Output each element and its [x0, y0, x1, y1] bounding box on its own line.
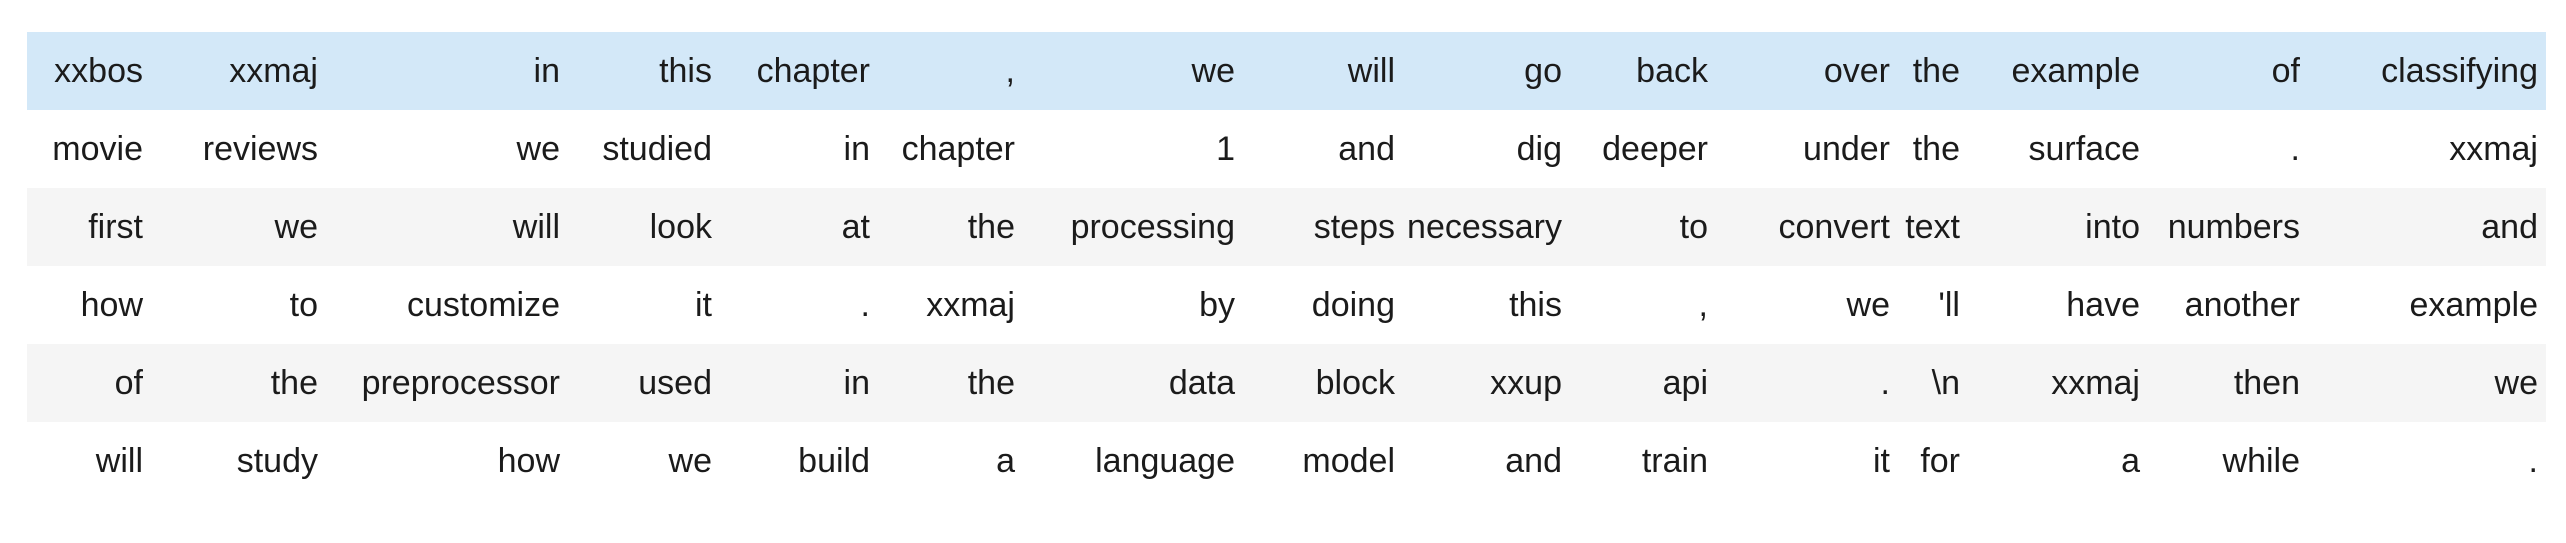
token-cell: and — [1243, 110, 1403, 188]
token-cell: first — [27, 188, 151, 266]
token-cell: how — [326, 422, 568, 500]
token-cell: text — [1898, 188, 1968, 266]
token-cell: into — [1968, 188, 2148, 266]
token-cell: we — [1716, 266, 1898, 344]
token-cell: steps — [1243, 188, 1403, 266]
token-cell: . — [2148, 110, 2308, 188]
token-cell: the — [1898, 32, 1968, 110]
token-cell: . — [720, 266, 878, 344]
token-cell: a — [1968, 422, 2148, 500]
token-cell: of — [2148, 32, 2308, 110]
token-cell: of — [27, 344, 151, 422]
token-cell: we — [2308, 344, 2546, 422]
token-cell: . — [2308, 422, 2546, 500]
token-cell: example — [2308, 266, 2546, 344]
token-cell: in — [326, 32, 568, 110]
token-cell: how — [27, 266, 151, 344]
token-cell: this — [1403, 266, 1570, 344]
token-cell: and — [1403, 422, 1570, 500]
token-cell: chapter — [720, 32, 878, 110]
token-cell: numbers — [2148, 188, 2308, 266]
token-cell: . — [1716, 344, 1898, 422]
token-cell: classifying — [2308, 32, 2546, 110]
token-cell: surface — [1968, 110, 2148, 188]
token-cell: language — [1023, 422, 1243, 500]
token-cell: it — [1716, 422, 1898, 500]
token-cell: while — [2148, 422, 2308, 500]
token-cell: build — [720, 422, 878, 500]
token-cell: xxup — [1403, 344, 1570, 422]
token-cell: reviews — [151, 110, 326, 188]
token-cell: api — [1570, 344, 1716, 422]
token-cell: another — [2148, 266, 2308, 344]
token-cell: for — [1898, 422, 1968, 500]
token-cell: to — [151, 266, 326, 344]
token-cell: 1 — [1023, 110, 1243, 188]
token-cell: example — [1968, 32, 2148, 110]
token-cell: , — [878, 32, 1023, 110]
token-cell: studied — [568, 110, 720, 188]
token-cell: dig — [1403, 110, 1570, 188]
token-cell: will — [1243, 32, 1403, 110]
token-cell: used — [568, 344, 720, 422]
token-cell: the — [878, 344, 1023, 422]
token-cell: convert — [1716, 188, 1898, 266]
token-cell: preprocessor — [326, 344, 568, 422]
token-cell: \n — [1898, 344, 1968, 422]
token-cell: we — [568, 422, 720, 500]
token-cell: look — [568, 188, 720, 266]
token-cell: 'll — [1898, 266, 1968, 344]
token-cell: doing — [1243, 266, 1403, 344]
token-cell: it — [568, 266, 720, 344]
token-cell: we — [1023, 32, 1243, 110]
token-cell: then — [2148, 344, 2308, 422]
token-cell: train — [1570, 422, 1716, 500]
token-cell: the — [878, 188, 1023, 266]
token-cell: deeper — [1570, 110, 1716, 188]
token-cell: will — [27, 422, 151, 500]
token-cell: back — [1570, 32, 1716, 110]
token-cell: , — [1570, 266, 1716, 344]
token-cell: data — [1023, 344, 1243, 422]
token-cell: xxbos — [27, 32, 151, 110]
token-cell: we — [151, 188, 326, 266]
token-cell: xxmaj — [878, 266, 1023, 344]
token-cell: block — [1243, 344, 1403, 422]
token-cell: we — [326, 110, 568, 188]
token-cell: over — [1716, 32, 1898, 110]
token-cell: necessary — [1403, 188, 1570, 266]
token-cell: xxmaj — [2308, 110, 2546, 188]
token-cell: processing — [1023, 188, 1243, 266]
token-cell: by — [1023, 266, 1243, 344]
token-cell: model — [1243, 422, 1403, 500]
token-cell: at — [720, 188, 878, 266]
token-cell: under — [1716, 110, 1898, 188]
token-cell: study — [151, 422, 326, 500]
token-cell: xxmaj — [151, 32, 326, 110]
token-cell: the — [151, 344, 326, 422]
token-cell: customize — [326, 266, 568, 344]
token-cell: movie — [27, 110, 151, 188]
token-cell: chapter — [878, 110, 1023, 188]
token-cell: the — [1898, 110, 1968, 188]
token-cell: this — [568, 32, 720, 110]
token-cell: in — [720, 110, 878, 188]
token-cell: to — [1570, 188, 1716, 266]
token-cell: in — [720, 344, 878, 422]
token-cell: and — [2308, 188, 2546, 266]
token-cell: go — [1403, 32, 1570, 110]
token-cell: will — [326, 188, 568, 266]
token-cell: xxmaj — [1968, 344, 2148, 422]
token-cell: have — [1968, 266, 2148, 344]
token-cell: a — [878, 422, 1023, 500]
